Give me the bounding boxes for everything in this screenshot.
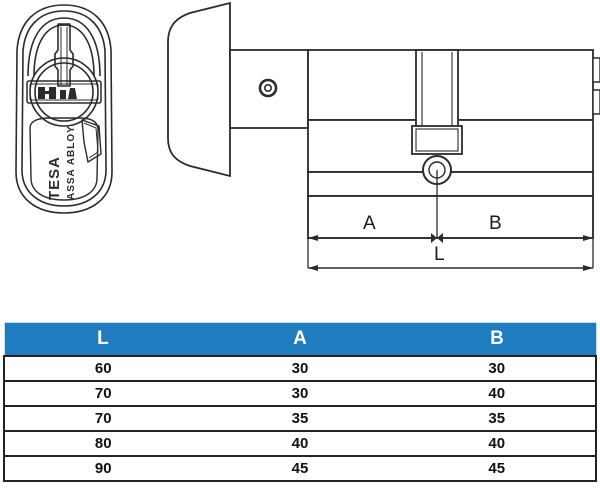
cell-l: 90 [2, 456, 202, 482]
table-header-row: L A B [4, 322, 596, 356]
cell-a: 30 [201, 355, 399, 382]
cell-l: 60 [2, 355, 202, 382]
cell-l: 70 [2, 381, 202, 407]
table-row: 70 35 35 [2, 406, 597, 432]
key-brand-tesa: TESA [46, 155, 63, 200]
column-header-a: A [201, 322, 399, 356]
column-header-l: L [4, 322, 202, 356]
cell-l: 80 [2, 431, 202, 457]
euro-cylinder-diagram-icon [167, 1, 600, 271]
cell-b: 30 [398, 355, 597, 382]
dimension-label-b: B [489, 213, 502, 234]
table-row: 70 30 40 [2, 381, 597, 407]
product-illustration: TESA ASSA ABLOY [15, 1, 600, 271]
cell-b: 40 [398, 431, 597, 457]
cell-a: 35 [201, 406, 399, 432]
cell-l: 70 [2, 406, 202, 432]
fixing-screw-hole-icon [258, 78, 278, 98]
cell-b: 45 [398, 456, 597, 482]
table-header: L A B [4, 322, 596, 356]
size-specification-table: L A B 60 30 30 70 30 40 70 35 35 80 40 4… [2, 322, 597, 482]
dimension-label-l: L [434, 244, 445, 265]
table-row: 80 40 40 [2, 431, 597, 457]
cell-b: 35 [398, 406, 597, 432]
table-body: 60 30 30 70 30 40 70 35 35 80 40 40 90 4… [2, 355, 597, 482]
cell-b: 40 [398, 381, 597, 407]
cell-a: 45 [201, 456, 399, 482]
table-row: 60 30 30 [2, 355, 597, 382]
key-head-icon [15, 4, 113, 214]
cell-a: 40 [201, 431, 399, 457]
key-brand-assa-abloy: ASSA ABLOY [66, 125, 77, 200]
dimension-label-a: A [363, 213, 376, 234]
table-row: 90 45 45 [2, 456, 597, 482]
column-header-b: B [398, 322, 596, 356]
cell-a: 30 [201, 381, 399, 407]
